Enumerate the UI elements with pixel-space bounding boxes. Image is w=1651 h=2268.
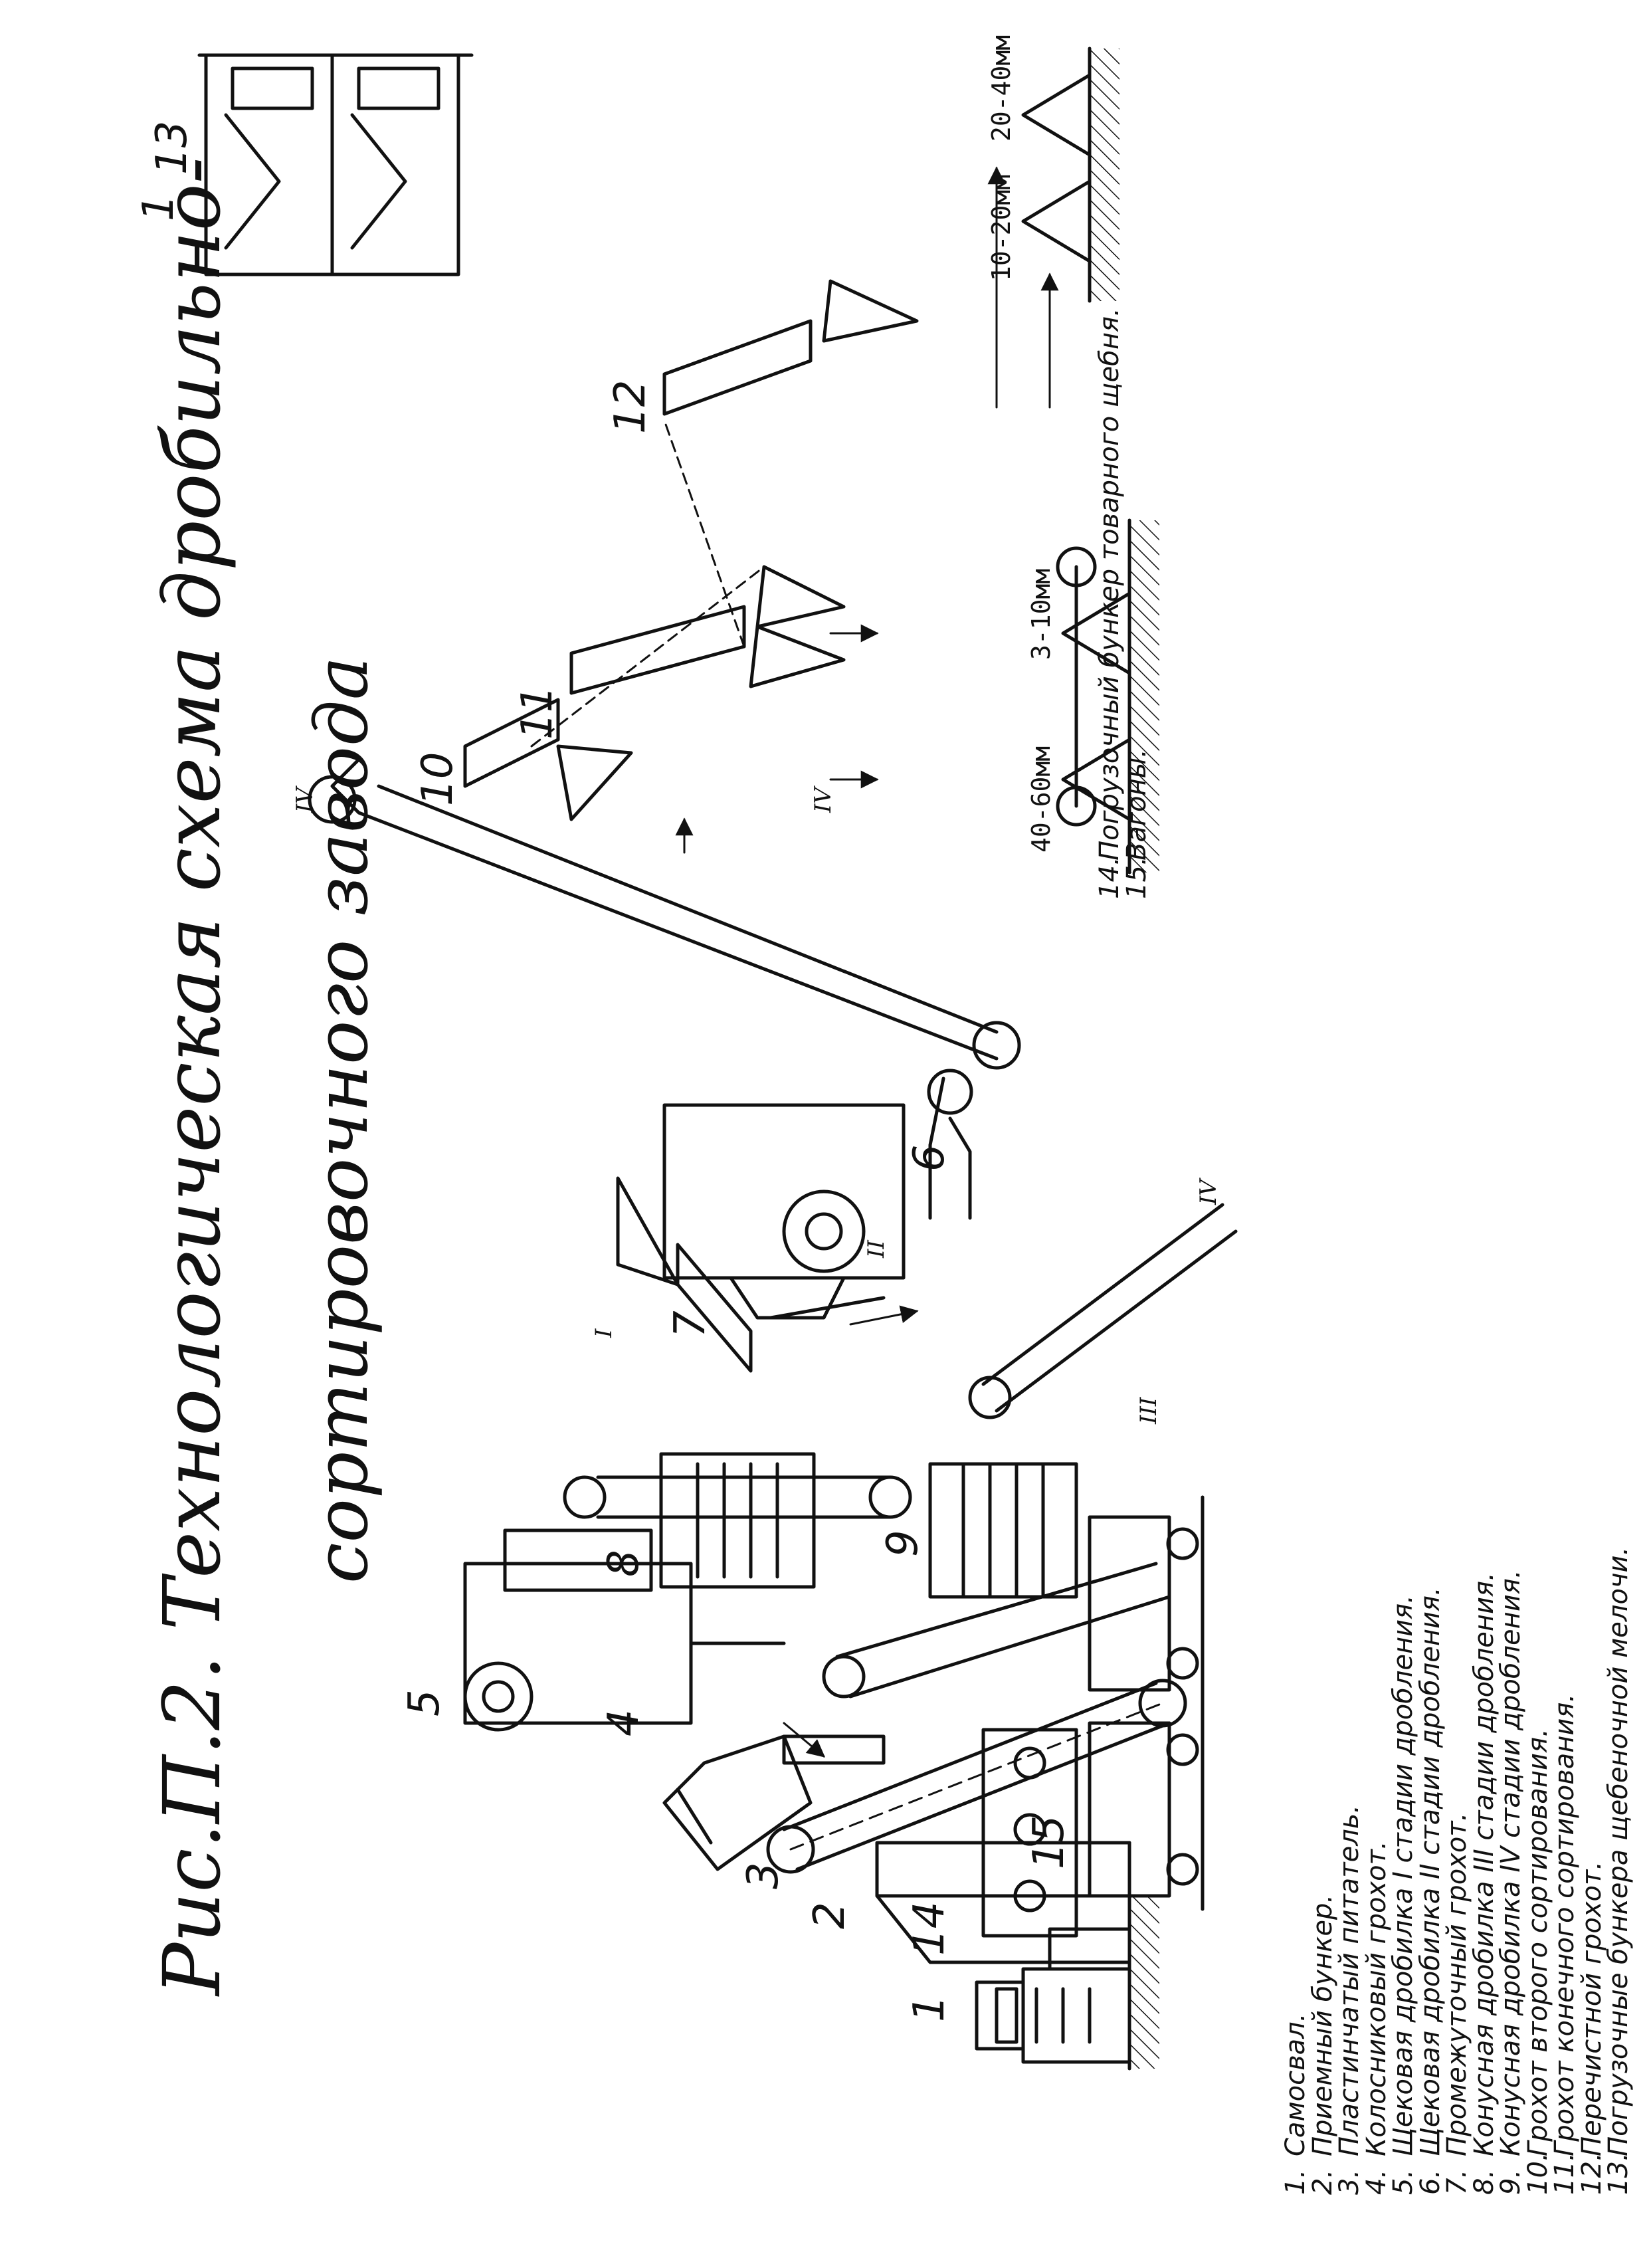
stage-mark-1: I <box>591 1328 617 1338</box>
legend-item-number: 13. <box>1603 2152 1634 2195</box>
stockpiles-upper <box>1021 47 1119 303</box>
legend-item-number: 14. <box>1094 857 1125 899</box>
conveyor-from-crusher-8 <box>822 1562 1171 1699</box>
legend-item-number: 8. <box>1468 2169 1500 2195</box>
legend-item-number: 5. <box>1388 2169 1418 2195</box>
legend-item-number: 15. <box>1121 857 1152 899</box>
legend-item: 1. Самосвал. <box>1280 866 1311 2195</box>
size-label-40-60: 40-60мм <box>1026 746 1056 853</box>
jaw-crusher-1 <box>463 1528 786 1732</box>
second-sorting-screen <box>463 698 633 821</box>
rescreening-screen <box>662 279 919 416</box>
legend-item: 11.Грохот конечного сортирования. <box>1549 866 1580 2195</box>
final-sorting-screen <box>569 565 846 695</box>
receiving-bunker <box>875 1841 1131 1964</box>
legend-item-text: Грохот конечного сортирования. <box>1549 1693 1580 2156</box>
legend-item: 6. Щековая дробилка II стадии дробления. <box>1414 866 1446 2195</box>
legend-item: 9. Конусная дробилка IV стадии дробления. <box>1496 866 1526 2195</box>
legend-item-number: 6. <box>1414 2169 1446 2195</box>
legend-item: 7. Промежуточный грохот. <box>1442 866 1472 2195</box>
legend-item-number: 3. <box>1334 2169 1365 2195</box>
legend-item-text: Погрузочный бункер товарного щебня. <box>1094 308 1125 861</box>
legend-item-text: Щековая дробилка I стадии дробления. <box>1388 1595 1418 2156</box>
legend-item: 13.Погрузочные бункера щебеночной мелочи… <box>1603 866 1634 2195</box>
loading-bunkers <box>197 53 474 276</box>
callout-3: 3 <box>739 1862 788 1889</box>
legend-item-number: 4. <box>1361 2169 1392 2195</box>
callout-14: 14 <box>905 1902 954 1956</box>
legend-item-text: Щековая дробилка II стадии дробления. <box>1414 1587 1446 2156</box>
size-label-10-20: 10-20мм <box>987 175 1016 281</box>
legend-item-text: Приемный бункер. <box>1307 1894 1338 2156</box>
stage-mark-4c: IV <box>810 785 836 813</box>
callout-4: 4 <box>599 1709 648 1736</box>
legend-item-number: 2. <box>1307 2169 1338 2195</box>
stage-mark-3: III <box>1135 1397 1162 1425</box>
conveyor-from-crusher-9 <box>968 1203 1238 1419</box>
callout-8: 8 <box>599 1550 648 1577</box>
callout-10: 10 <box>413 752 462 806</box>
callout-15: 15 <box>1024 1815 1074 1869</box>
legend-item-text: Пластинчатый питатель. <box>1334 1804 1365 2156</box>
legend-item-text: Вагоны. <box>1121 749 1152 861</box>
callout-1b: 1 <box>134 194 183 221</box>
stage-mark-4b: IV <box>1195 1178 1222 1205</box>
callout-13: 13 <box>147 121 197 175</box>
conveyor-under-crusher-5 <box>563 1475 912 1519</box>
intermediate-screen <box>616 1176 886 1373</box>
legend-item-number: 1. <box>1280 2169 1311 2195</box>
legend-item: 4. Колосниковый грохот. <box>1361 866 1392 2195</box>
legend-item: 14.Погрузочный бункер товарного щебня. <box>1094 308 1125 899</box>
legend-item-text: Колосниковый грохот. <box>1361 1841 1392 2156</box>
legend-item: 15.Вагоны. <box>1121 308 1152 899</box>
callout-5: 5 <box>400 1689 449 1716</box>
legend-item: 2. Приемный бункер. <box>1307 866 1338 2195</box>
legend-item-number: 7. <box>1442 2169 1472 2195</box>
legend-item-text: Конусная дробилка III стадии дробления. <box>1468 1572 1500 2156</box>
callout-11: 11 <box>513 686 562 740</box>
legend: 1. Самосвал. 2. Приемный бункер. 3. Пластинча… <box>1280 866 1634 2195</box>
size-label-20-40: 20-40мм <box>987 35 1016 142</box>
jaw-crusher-2 <box>662 1103 906 1320</box>
legend-item-number: 11. <box>1549 2152 1580 2195</box>
wagons <box>1088 1495 1205 1911</box>
stage-mark-4: IV <box>292 785 318 813</box>
grizzly-screen <box>662 1734 886 1871</box>
legend-item-number: 12. <box>1576 2152 1607 2195</box>
flow-arrows <box>675 166 1059 1758</box>
legend-item-text: Погрузочные бункера щебеночной мелочи. <box>1603 1546 1634 2156</box>
callout-12: 12 <box>606 380 655 434</box>
cone-crusher-3 <box>659 1452 816 1589</box>
conveyor-from-crusher-6 <box>927 1069 973 1220</box>
commercial-loading-bunker <box>981 1728 1078 1938</box>
legend-item-text: Грохот второго сортирования. <box>1522 1728 1553 2156</box>
legend-item-text: Самосвал. <box>1280 2013 1311 2156</box>
dump-truck <box>975 1927 1131 2064</box>
callout-7: 7 <box>666 1310 715 1338</box>
legend-item: 5. Щековая дробилка I стадии дробления. <box>1388 866 1418 2195</box>
legend-item: 8. Конусная дробилка III стадии дробления… <box>1468 866 1500 2195</box>
stockpiles-lower <box>1056 518 1159 875</box>
callout-9: 9 <box>878 1530 927 1557</box>
callout-6: 6 <box>905 1144 954 1172</box>
legend-secondary: 14.Погрузочный бункер товарного щебня.15… <box>1094 308 1152 899</box>
legend-item: 3. Пластинчатый питатель. <box>1334 866 1365 2195</box>
legend-item-number: 9. <box>1496 2169 1526 2195</box>
ground-hatch-left <box>1127 1894 1159 2071</box>
legend-item: 12.Перечистной грохот. <box>1576 866 1607 2195</box>
legend-item-number: 10. <box>1522 2152 1553 2195</box>
legend-item: 10.Грохот второго сортирования. <box>1522 866 1553 2195</box>
size-label-3-10: 3-10мм <box>1026 569 1056 660</box>
main-inclined-conveyor <box>308 758 1021 1070</box>
callout-2: 2 <box>805 1902 854 1929</box>
legend-item-text: Конусная дробилка IV стадии дробления. <box>1496 1570 1526 2156</box>
legend-item-text: Перечистной грохот. <box>1576 1861 1607 2156</box>
cone-crusher-4 <box>928 1462 1078 1599</box>
stage-mark-2: II <box>863 1240 890 1259</box>
flow-lines <box>530 419 765 748</box>
callout-1: 1 <box>905 1995 954 2022</box>
legend-item-text: Промежуточный грохот. <box>1442 1812 1472 2156</box>
